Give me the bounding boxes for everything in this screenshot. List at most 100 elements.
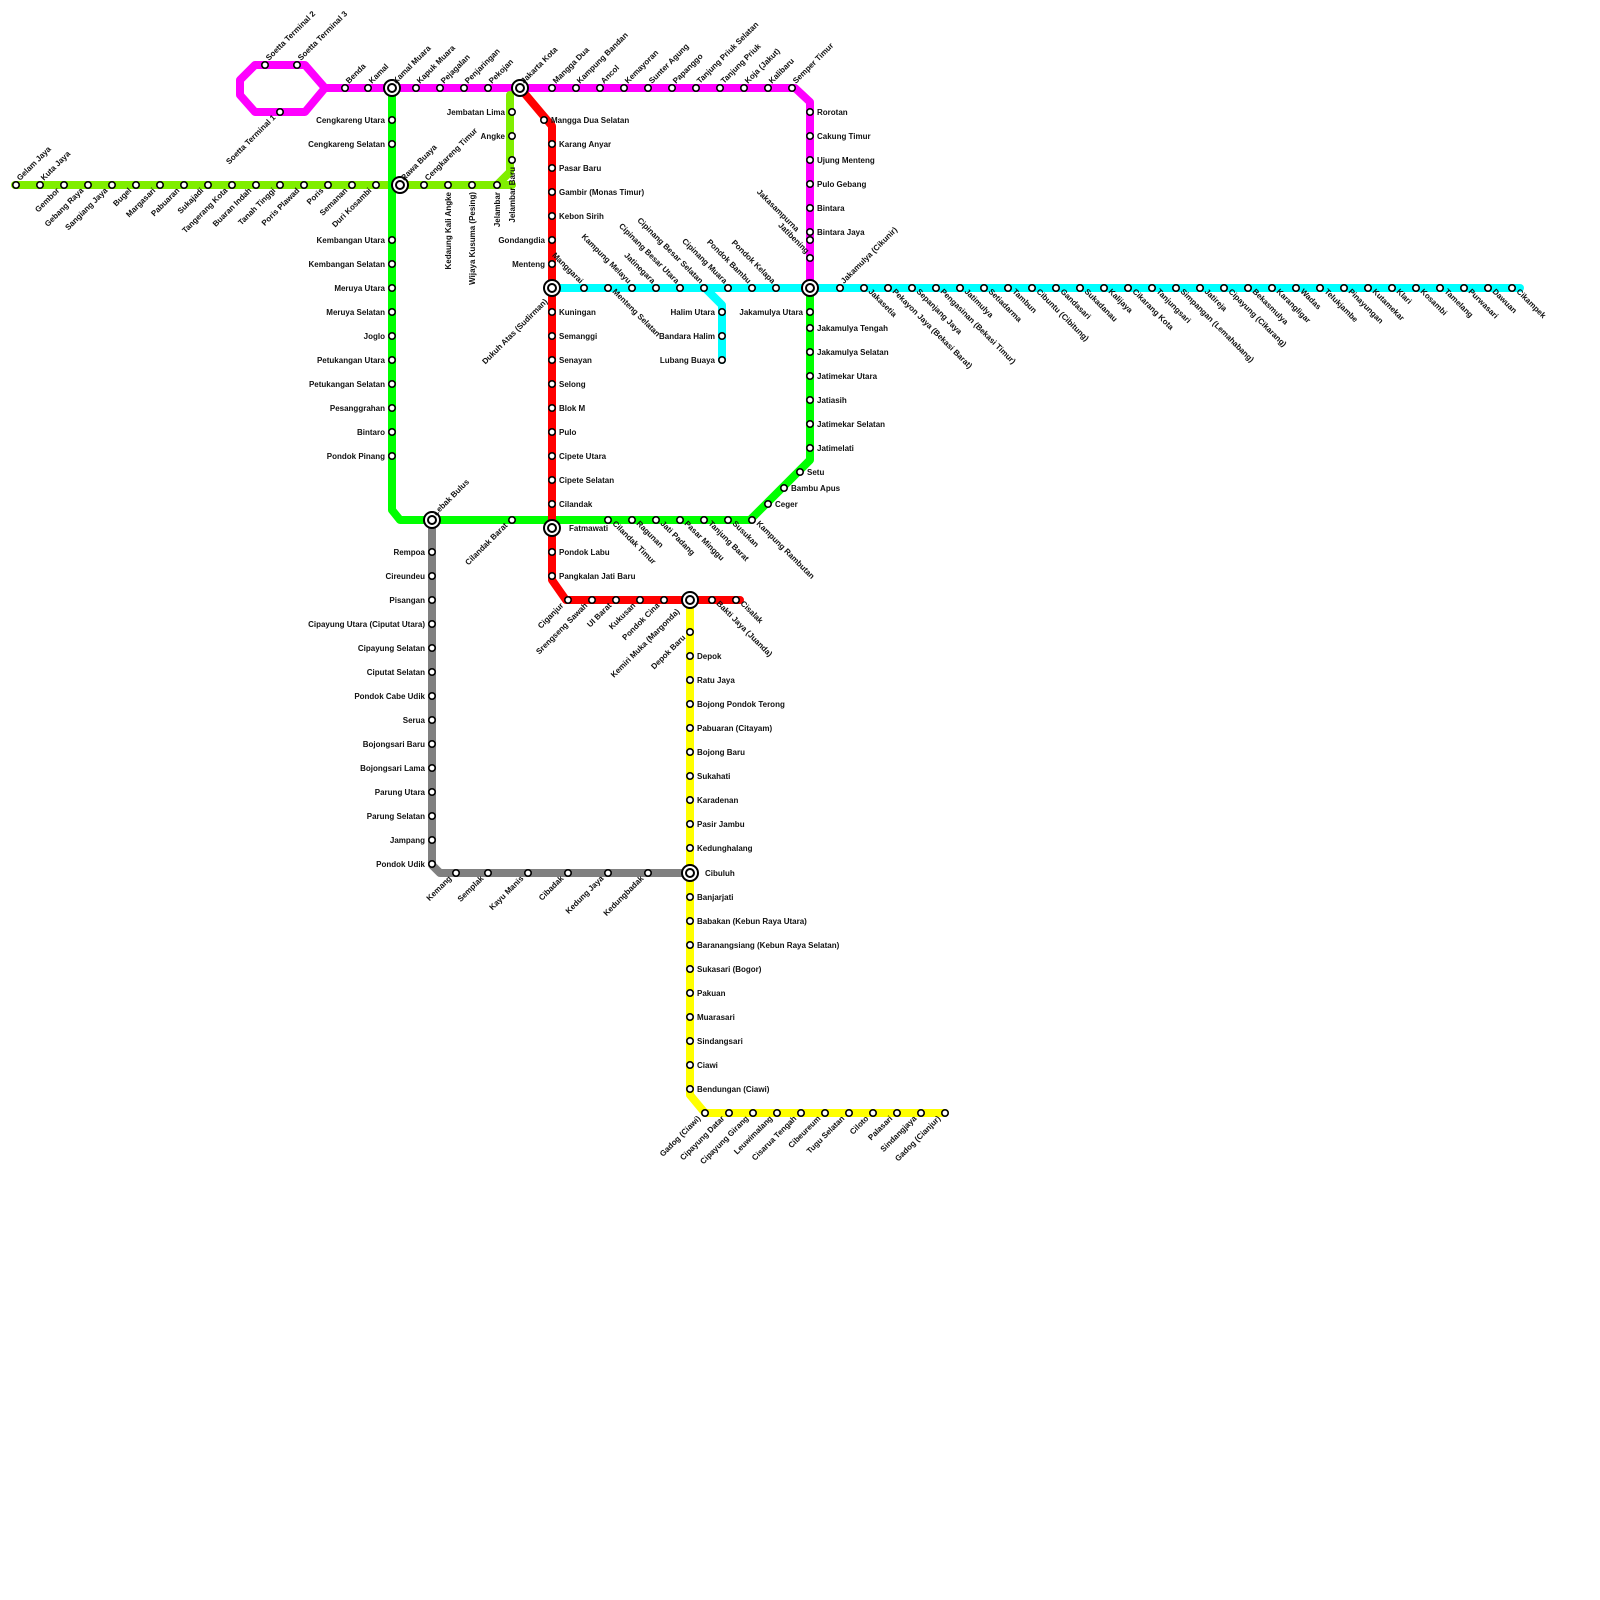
station-cibadak[interactable] <box>565 870 571 876</box>
station-babakan-kebun-raya-utara[interactable] <box>687 918 693 924</box>
station-telukjambe[interactable] <box>1317 285 1323 291</box>
station-dawuan[interactable] <box>1485 285 1491 291</box>
station-kampung-melayu[interactable] <box>629 285 635 291</box>
station-cipete-utara[interactable] <box>549 453 555 459</box>
station-pondok-pinang[interactable] <box>389 453 395 459</box>
station-cakung-timur[interactable] <box>807 133 813 139</box>
station-jatibening[interactable] <box>807 255 813 261</box>
station-jatireja[interactable] <box>1197 285 1203 291</box>
station-ui-barat[interactable] <box>613 597 619 603</box>
station-jembatan-lima[interactable] <box>509 109 515 115</box>
station-kedaung-kali-angke[interactable] <box>445 182 451 188</box>
station-ragunan[interactable] <box>629 517 635 523</box>
station-joglo[interactable] <box>389 333 395 339</box>
station-cipayung-utara-ciputat-utara[interactable] <box>429 621 435 627</box>
station-sukajadi[interactable] <box>205 182 211 188</box>
station-ancol[interactable] <box>597 85 603 91</box>
station-kukusan[interactable] <box>637 597 643 603</box>
station-jakamulya-tengah[interactable] <box>807 325 813 331</box>
station-pabuaran-citayam[interactable] <box>687 725 693 731</box>
station-bintara[interactable] <box>807 205 813 211</box>
station-cipayung-girang[interactable] <box>750 1110 756 1116</box>
station-benda[interactable] <box>342 85 348 91</box>
station-pasar-minggu[interactable] <box>677 517 683 523</box>
station-koja-jakut[interactable] <box>741 85 747 91</box>
station-purwasari[interactable] <box>1461 285 1467 291</box>
station-cilandak[interactable] <box>549 501 555 507</box>
station-kosambi[interactable] <box>1413 285 1419 291</box>
station-pesanggrahan[interactable] <box>389 405 395 411</box>
station-mangga-dua[interactable] <box>549 85 555 91</box>
station-depok-baru[interactable] <box>687 629 693 635</box>
station-setu[interactable] <box>797 469 803 475</box>
station-ratu-jaya[interactable] <box>687 677 693 683</box>
station-tamelang[interactable] <box>1437 285 1443 291</box>
station-klari[interactable] <box>1389 285 1395 291</box>
station-dukuh-atas-sudirman-interchange[interactable] <box>544 280 560 296</box>
station-parung-selatan[interactable] <box>429 813 435 819</box>
station-manggarai[interactable] <box>581 285 587 291</box>
station-kembangan-utara[interactable] <box>389 237 395 243</box>
station-kebon-sirih[interactable] <box>549 213 555 219</box>
station-tanjungsari[interactable] <box>1149 285 1155 291</box>
station-gelam-jaya[interactable] <box>13 182 19 188</box>
station-serua[interactable] <box>429 717 435 723</box>
station-wadas[interactable] <box>1293 285 1299 291</box>
station-rempoa[interactable] <box>429 549 435 555</box>
station-tugu-selatan[interactable] <box>846 1110 852 1116</box>
station-semper-timur[interactable] <box>789 85 795 91</box>
station-pinayungan[interactable] <box>1341 285 1347 291</box>
station-tanah-tinggi[interactable] <box>277 182 283 188</box>
station-cipayung-datar[interactable] <box>726 1110 732 1116</box>
station-cipayung-cikarang[interactable] <box>1221 285 1227 291</box>
station-fatmawati-interchange[interactable] <box>544 520 560 536</box>
station-ujung-menteng[interactable] <box>807 157 813 163</box>
station-leuwimalang[interactable] <box>774 1110 780 1116</box>
station-cibeureum[interactable] <box>822 1110 828 1116</box>
station-poris[interactable] <box>325 182 331 188</box>
station-gondangdia[interactable] <box>549 237 555 243</box>
station-jakamulya-cikunir[interactable] <box>837 285 843 291</box>
station-kedung-jaya[interactable] <box>605 870 611 876</box>
station-pabuaran[interactable] <box>181 182 187 188</box>
station-penjaringan[interactable] <box>461 85 467 91</box>
station-semanan[interactable] <box>349 182 355 188</box>
station-gembor[interactable] <box>61 182 67 188</box>
station-bakti-jaya-juanda[interactable] <box>709 597 715 603</box>
station-cipinang-besar-utara[interactable] <box>677 285 683 291</box>
station-jati-padang[interactable] <box>653 517 659 523</box>
station-kampung-rambutan[interactable] <box>749 517 755 523</box>
station-jatiasih[interactable] <box>807 397 813 403</box>
station-kalijaya[interactable] <box>1101 285 1107 291</box>
station-jelambar[interactable] <box>494 182 500 188</box>
station-angke[interactable] <box>509 133 515 139</box>
station-bojong-pondok-terong[interactable] <box>687 701 693 707</box>
station-simpangan-lemahabang[interactable] <box>1173 285 1179 291</box>
station-ciputat-selatan[interactable] <box>429 669 435 675</box>
station-pakuan[interactable] <box>687 990 693 996</box>
station-bojong-baru[interactable] <box>687 749 693 755</box>
station-karang-anyar[interactable] <box>549 141 555 147</box>
station-selong[interactable] <box>549 381 555 387</box>
station-bambu-apus[interactable] <box>781 485 787 491</box>
station-cengkareng-utara[interactable] <box>389 117 395 123</box>
station-bugel[interactable] <box>133 182 139 188</box>
station-blok-m[interactable] <box>549 405 555 411</box>
station-bintaro[interactable] <box>389 429 395 435</box>
station-cipayung-selatan[interactable] <box>429 645 435 651</box>
station-lubang-buaya[interactable] <box>719 357 725 363</box>
station-jelambar-baru[interactable] <box>509 157 515 163</box>
station-kuningan[interactable] <box>549 309 555 315</box>
station-pondok-labu[interactable] <box>549 549 555 555</box>
station-petukangan-selatan[interactable] <box>389 381 395 387</box>
station-cibuluh-interchange[interactable] <box>682 865 698 881</box>
station-pondok-bambu[interactable] <box>749 285 755 291</box>
station-kemayoran[interactable] <box>621 85 627 91</box>
station-kedungbadak[interactable] <box>645 870 651 876</box>
station-kayu-manis[interactable] <box>525 870 531 876</box>
station-margasari[interactable] <box>157 182 163 188</box>
station-tangerang-kota[interactable] <box>229 182 235 188</box>
station-meruya-utara[interactable] <box>389 285 395 291</box>
station-buaran-indah[interactable] <box>253 182 259 188</box>
station-pangkalan-jati-baru[interactable] <box>549 573 555 579</box>
